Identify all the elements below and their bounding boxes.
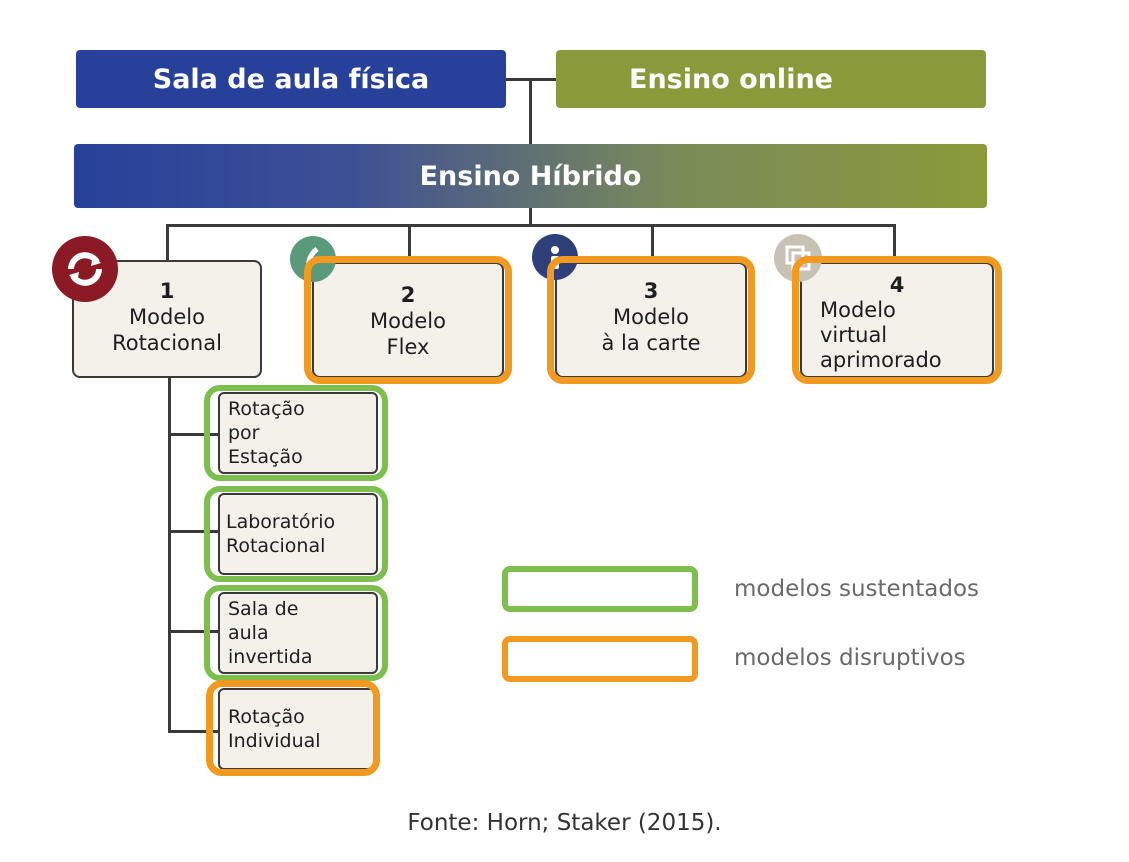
submodel-station-rotation: Rotação por Estação: [218, 392, 378, 474]
hybrid-teaching-box: Ensino Híbrido: [74, 144, 987, 208]
physical-classroom-box: Sala de aula física: [76, 50, 506, 108]
legend-swatch-disruptive: [502, 636, 698, 682]
connector-model-2: [408, 224, 411, 260]
connector-submodel-4: [168, 730, 218, 733]
connector-submodel-1: [168, 433, 218, 436]
model-card-enriched-virtual: 4 Modelo virtual aprimorado: [800, 262, 994, 378]
model-number: 3: [643, 279, 659, 303]
connector-hybrid-vertical: [529, 208, 532, 226]
sustained-highlight-station-rotation: [204, 385, 388, 481]
model-label: Modelo Rotacional: [112, 305, 222, 355]
submodel-label: Laboratório Rotacional: [226, 511, 336, 557]
disruptive-highlight-flex: [304, 256, 512, 384]
online-teaching-box: Ensino online: [556, 50, 986, 108]
physical-classroom-label: Sala de aula física: [152, 63, 430, 95]
model-number: 2: [400, 283, 416, 307]
disruptive-highlight-enriched-virtual: [792, 256, 1002, 384]
submodel-lab-rotation: Laboratório Rotacional: [218, 493, 378, 575]
disruptive-highlight-a-la-carte: [547, 256, 755, 384]
model-label: Modelo virtual aprimorado: [820, 298, 942, 372]
submodel-label: Sala de aula invertida: [228, 598, 313, 668]
connector-model-4: [893, 224, 896, 260]
submodel-flipped-classroom: Sala de aula invertida: [218, 592, 378, 674]
legend-label-disruptive: modelos disruptivos: [734, 645, 966, 671]
submodel-label: Rotação por Estação: [228, 398, 305, 468]
disruptive-highlight-individual-rotation: [206, 680, 380, 776]
connector-models-horizontal: [166, 224, 895, 227]
model-number: 4: [889, 273, 905, 297]
connector-model-3: [651, 224, 654, 260]
model-label: Modelo à la carte: [601, 305, 701, 355]
rotation-icon: [52, 236, 118, 302]
model-number: 1: [159, 279, 175, 303]
hybrid-teaching-label: Ensino Híbrido: [419, 160, 642, 192]
connector-submodel-3: [168, 630, 218, 633]
legend-swatch-sustained: [502, 566, 698, 612]
sustained-highlight-lab-rotation: [204, 486, 388, 582]
online-teaching-label: Ensino online: [629, 63, 833, 95]
source-caption: Fonte: Horn; Staker (2015).: [407, 810, 722, 836]
model-label: Modelo Flex: [370, 309, 446, 359]
sustained-highlight-flipped-classroom: [204, 585, 388, 681]
connector-submodels-vertical: [168, 378, 171, 732]
connector-top-vertical: [529, 78, 532, 144]
submodel-individual-rotation: Rotação Individual: [218, 688, 378, 770]
submodel-label: Rotação Individual: [228, 706, 321, 752]
legend-label-sustained: modelos sustentados: [734, 576, 980, 602]
model-card-a-la-carte: 3 Modelo à la carte: [555, 262, 747, 378]
connector-submodel-2: [168, 530, 218, 533]
connector-model-1: [166, 224, 169, 262]
